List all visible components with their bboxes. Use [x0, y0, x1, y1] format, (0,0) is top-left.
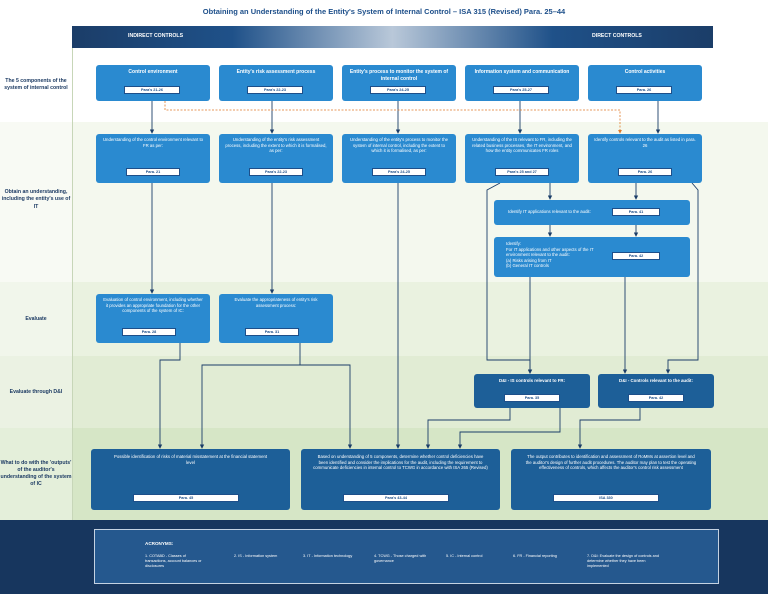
di-controls-relevant: D&I - Controls relevant to the audit: Pa…	[598, 374, 714, 408]
para-ref: Para's 21-26	[124, 86, 180, 94]
para-ref: Para. 41	[612, 208, 660, 216]
para-ref: Para. 26	[616, 86, 672, 94]
header-direct-controls: DIRECT CONTROLS	[592, 33, 642, 39]
acronym-item: 4. TCWG - Those charged with governance	[374, 554, 427, 563]
para-ref: Para's 22-23	[249, 168, 303, 176]
para-ref: Para. 42	[628, 394, 684, 402]
acronym-item: 7. D&I: Evaluate the design of controls …	[587, 554, 659, 568]
para-ref: Para's 24-25	[370, 86, 426, 94]
acronym-item: 2. IS - Information system	[234, 554, 278, 558]
row-label-outputs: What to do with the 'outputs' of the aud…	[0, 459, 72, 488]
understanding-information-system: Understanding of the IS relevant to FR, …	[465, 134, 579, 183]
understanding-risk-assessment: Understanding of the entity's risk asses…	[219, 134, 333, 183]
component-information-system: Information system and communication Par…	[465, 65, 579, 101]
para-ref: Para. 31	[245, 328, 299, 336]
output-romm-assertion-level: The output contributes to identification…	[511, 449, 711, 510]
header-indirect-controls: INDIRECT CONTROLS	[128, 33, 184, 39]
para-ref: Para. 45	[133, 494, 239, 502]
di-is-controls: D&I - IS controls relevant to FR: Para. …	[474, 374, 590, 408]
para-ref: Para. 42	[612, 252, 660, 260]
identify-it-applications: Identify IT applications relevant to the…	[494, 200, 690, 225]
acronym-item: 3. IT - Information technology	[303, 554, 353, 558]
row-label-evaluate-di: Evaluate through D&I	[9, 388, 63, 395]
component-monitoring-process: Entity's process to monitor the system o…	[342, 65, 456, 101]
acronyms-panel	[94, 529, 719, 584]
label-column	[0, 48, 73, 520]
identify-it-risks-and-controls: Identify: For IT applications and other …	[494, 237, 690, 277]
para-ref: Para. 35	[504, 394, 560, 402]
row-label-understanding: Obtain an understanding, including the e…	[1, 189, 71, 210]
evaluate-control-environment: Evaluation of control environment, inclu…	[96, 294, 210, 343]
page-title: Obtaining an Understanding of the Entity…	[202, 7, 566, 16]
output-control-deficiencies: Based on understanding of 5 components, …	[301, 449, 500, 510]
para-ref: Para. 28	[122, 328, 176, 336]
understanding-control-activities: Identify controls relevant to the audit …	[588, 134, 702, 183]
controls-header-bar	[72, 26, 713, 48]
para-ref: Para's 25 and 27	[495, 168, 549, 176]
component-control-environment: Control environment Para's 21-26	[96, 65, 210, 101]
acronym-item: 5. IC - Internal control	[446, 554, 483, 558]
para-ref: Para's 43-44	[343, 494, 449, 502]
understanding-control-environment: Understanding of the control environment…	[96, 134, 210, 183]
para-ref: Para. 26	[618, 168, 672, 176]
component-control-activities: Control activities Para. 26	[588, 65, 702, 101]
para-ref: Para's 25-27	[493, 86, 549, 94]
understanding-monitoring-process: Understanding of the entity's process to…	[342, 134, 456, 183]
component-risk-assessment: Entity's risk assessment process Para's …	[219, 65, 333, 101]
acronym-item: 6. FR - Financial reporting	[513, 554, 557, 558]
para-ref: Para. 21	[126, 168, 180, 176]
evaluate-risk-assessment: Evaluate the appropriateness of entity's…	[219, 294, 333, 343]
para-ref: Para's 22-23	[247, 86, 303, 94]
acronyms-title: ACRONYMS:	[145, 541, 174, 546]
output-financial-statement-risks: Possible identification of risks of mate…	[91, 449, 290, 510]
acronym-item: 1. COTABD - Classes of transactions, acc…	[145, 554, 202, 568]
row-label-components: The 5 components of the system of intern…	[4, 77, 68, 91]
para-ref: ISA 330	[553, 494, 659, 502]
para-ref: Para's 24-25	[372, 168, 426, 176]
row-label-evaluate: Evaluate	[25, 316, 47, 323]
